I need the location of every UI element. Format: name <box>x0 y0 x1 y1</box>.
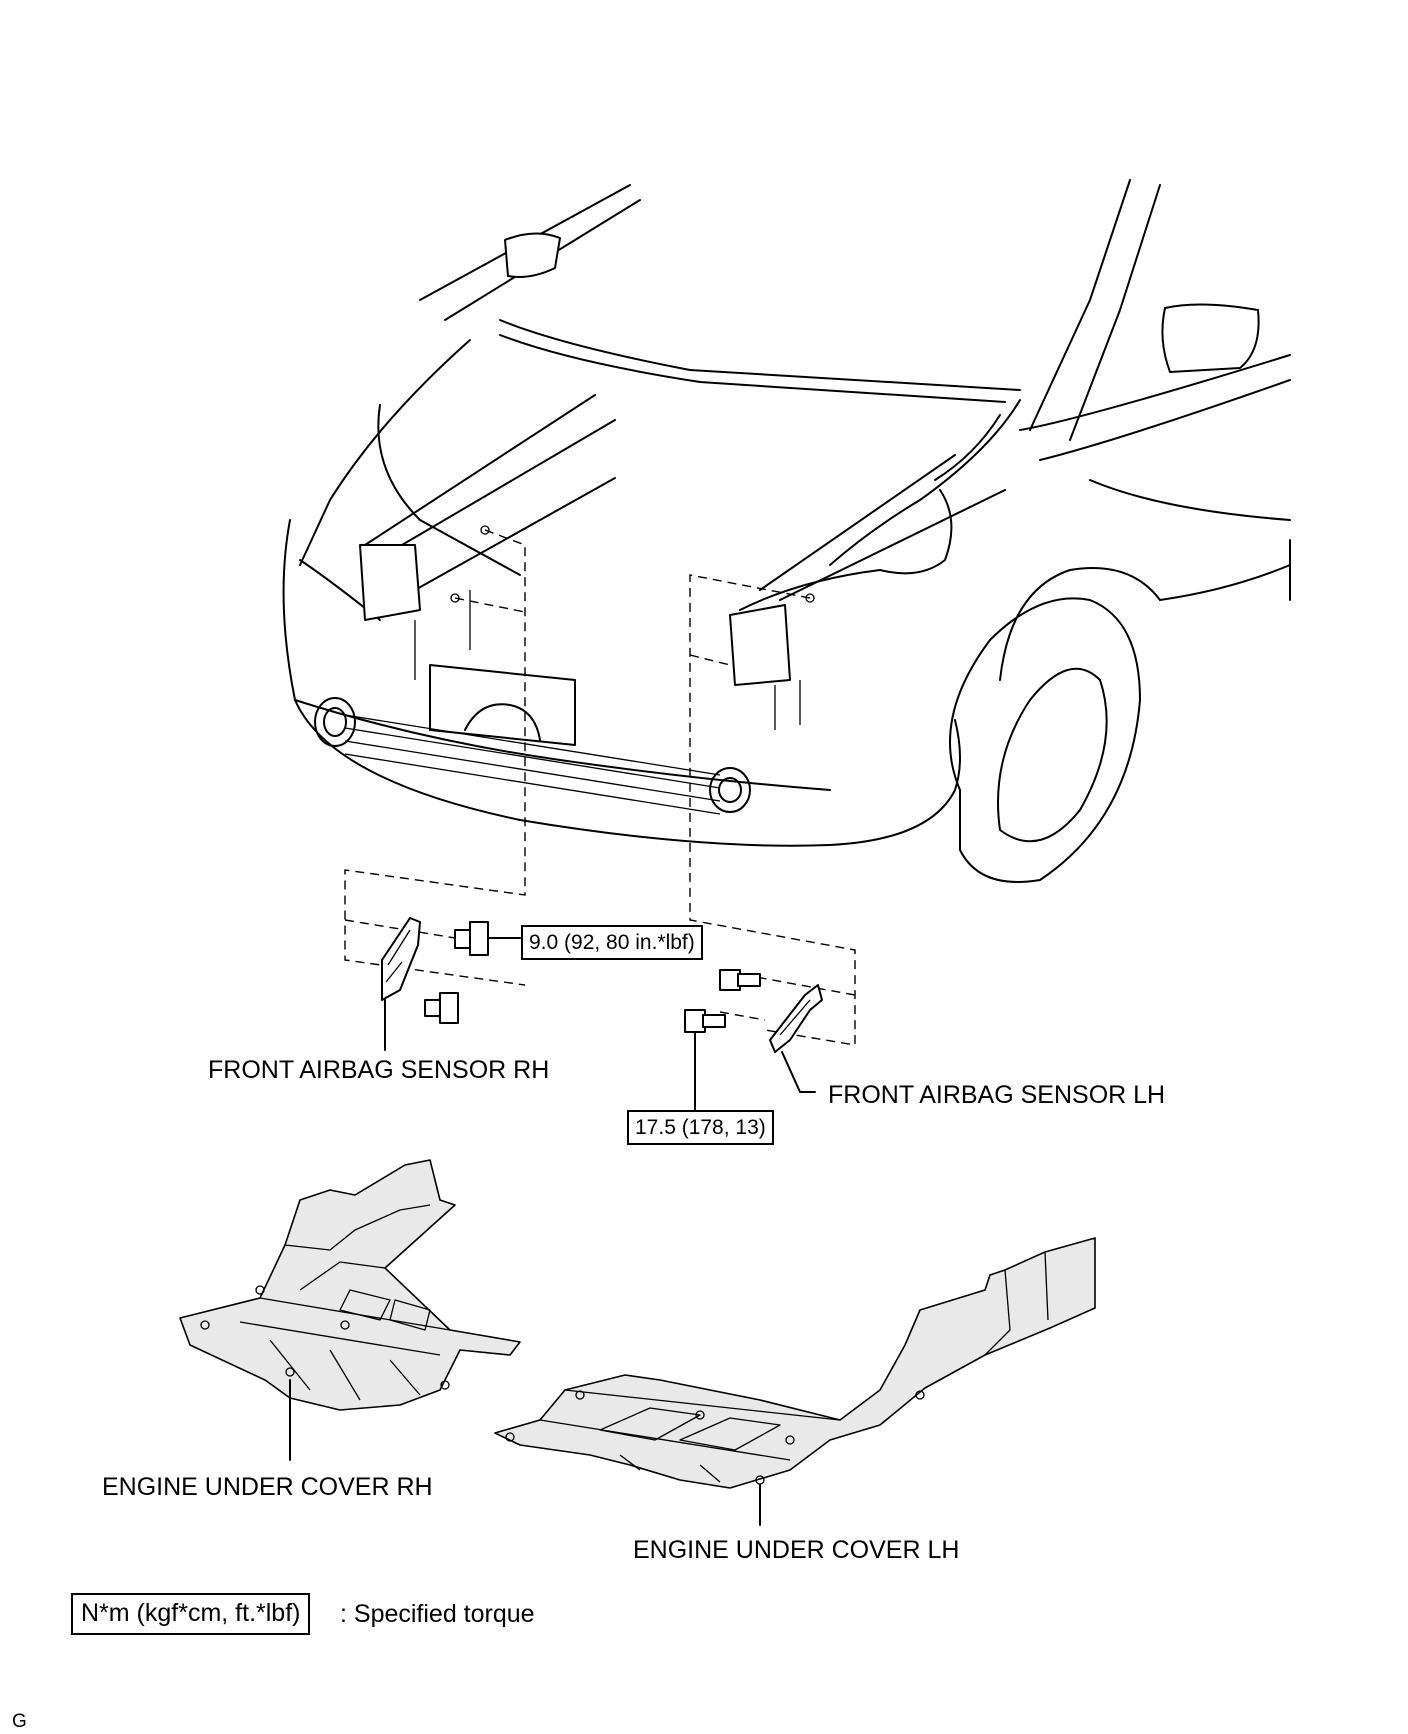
sensor-rh-bolt-upper <box>454 921 521 956</box>
sensor-lh-bolt-upper <box>719 969 761 991</box>
vehicle-front-illustration <box>282 179 1291 883</box>
sensor-rh-bolt-lower <box>424 992 459 1024</box>
label-engine-under-cover-rh: ENGINE UNDER COVER RH <box>102 1473 433 1501</box>
front-airbag-sensor-rh-part <box>381 917 421 1051</box>
engine-under-cover-rh-part <box>179 1159 521 1461</box>
engine-under-cover-lh-part <box>494 1237 1096 1526</box>
figure-corner-mark: G <box>12 1711 27 1732</box>
label-front-airbag-sensor-lh: FRONT AIRBAG SENSOR LH <box>828 1081 1166 1109</box>
torque-spec-sensor-lh: 17.5 (178, 13) <box>627 1110 774 1146</box>
legend-unit-box: N*m (kgf*cm, ft.*lbf) <box>71 1593 311 1635</box>
torque-spec-sensor-rh: 9.0 (92, 80 in.*lbf) <box>521 925 703 961</box>
legend-description: : Specified torque <box>340 1600 535 1628</box>
label-engine-under-cover-lh: ENGINE UNDER COVER LH <box>633 1536 960 1564</box>
projection-lines <box>344 529 856 1046</box>
front-airbag-sensor-lh-part <box>769 984 823 1093</box>
sensor-lh-bolt-lower <box>684 1009 726 1111</box>
label-front-airbag-sensor-rh: FRONT AIRBAG SENSOR RH <box>208 1056 550 1084</box>
